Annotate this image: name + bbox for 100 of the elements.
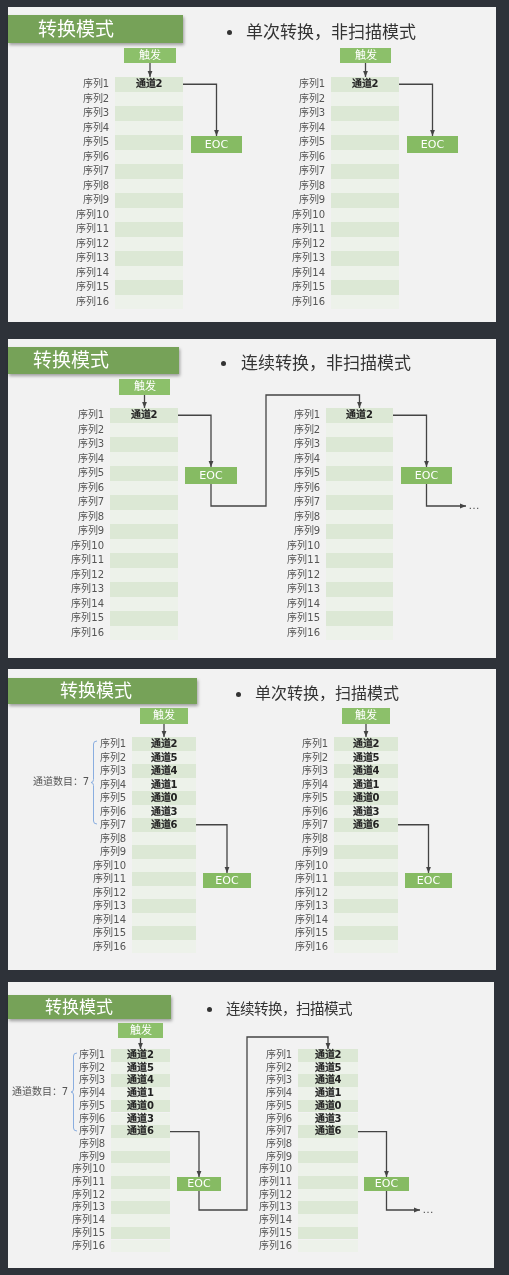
sequence-label: 序列9 xyxy=(293,524,320,538)
sequence-slot xyxy=(331,280,399,295)
sequence-label: 序列12 xyxy=(292,236,325,251)
ellipsis-text: … xyxy=(420,1203,436,1217)
sequence-slot xyxy=(115,106,183,121)
sequence-slot xyxy=(298,1176,358,1189)
sequence-slot: 通道6 xyxy=(334,818,398,832)
sequence-slot: 通道2 xyxy=(331,77,399,92)
sequence-label: 序列10 xyxy=(292,207,325,222)
eoc-box: EOC xyxy=(401,467,452,484)
sequence-slot xyxy=(110,611,178,626)
subtitle: 连续转换，扫描模式 xyxy=(226,999,352,1019)
eoc-box: EOC xyxy=(203,873,251,888)
sequence-label: 序列11 xyxy=(76,222,109,236)
sequence-label: 序列13 xyxy=(72,1201,105,1214)
sequence-slot xyxy=(326,466,393,481)
sequence-label: 序列5 xyxy=(293,466,320,480)
sequence-label: 序列16 xyxy=(71,625,104,640)
sequence-label: 序列7 xyxy=(99,818,126,832)
sequence-label: 序列9 xyxy=(78,1150,105,1163)
connector-arrow xyxy=(195,824,230,874)
sequence-label: 序列4 xyxy=(78,1087,105,1100)
sequence-slot xyxy=(331,193,399,208)
sequence-label: 序列16 xyxy=(292,294,325,309)
sequence-label: 序列2 xyxy=(265,1061,292,1074)
connector-arrow xyxy=(161,723,167,738)
connector-arrow xyxy=(169,1130,202,1178)
sequence-label: 序列14 xyxy=(72,1214,105,1227)
eoc-box: EOC xyxy=(364,1177,409,1191)
slide-panel xyxy=(8,669,496,970)
sequence-label: 序列7 xyxy=(77,495,104,509)
sequence-slot: 通道2 xyxy=(326,408,393,423)
sequence-label: 序列8 xyxy=(99,831,126,845)
sequence-slot xyxy=(111,1176,170,1189)
sequence-label: 序列2 xyxy=(77,422,104,437)
sequence-label: 序列16 xyxy=(72,1239,105,1253)
connector-arrow xyxy=(397,824,431,874)
sequence-slot xyxy=(111,1201,170,1215)
sequence-label: 序列14 xyxy=(93,912,126,926)
sequence-label: 序列7 xyxy=(298,164,325,178)
sequence-label: 序列15 xyxy=(292,280,325,294)
sequence-slot xyxy=(298,1201,358,1215)
sequence-label: 序列2 xyxy=(293,422,320,437)
title-banner: 转换模式 xyxy=(8,347,179,374)
sequence-label: 序列7 xyxy=(82,164,109,178)
sequence-label: 序列7 xyxy=(293,495,320,509)
sequence-label: 序列15 xyxy=(93,926,126,940)
sequence-slot xyxy=(331,164,399,179)
sequence-label: 序列9 xyxy=(265,1150,292,1163)
sequence-label: 序列10 xyxy=(93,858,126,872)
slide-panel xyxy=(8,982,494,1268)
sequence-label: 序列4 xyxy=(99,777,126,791)
sequence-label: 序列12 xyxy=(71,567,104,582)
sequence-label: 序列12 xyxy=(76,236,109,251)
trigger-box: 触发 xyxy=(342,708,390,724)
sequence-label: 序列15 xyxy=(72,1226,105,1240)
sequence-label: 序列5 xyxy=(77,466,104,480)
sequence-slot: 通道0 xyxy=(132,791,196,805)
sequence-slot xyxy=(132,872,196,886)
sequence-slot xyxy=(326,553,393,568)
connector-arrow xyxy=(147,62,153,78)
sequence-slot: 通道2 xyxy=(110,408,178,423)
sequence-label: 序列3 xyxy=(265,1074,292,1087)
sequence-label: 序列13 xyxy=(259,1201,292,1214)
sequence-label: 序列6 xyxy=(301,804,328,818)
sequence-slot xyxy=(111,1239,170,1253)
sequence-label: 序列16 xyxy=(295,939,328,953)
connector-arrow xyxy=(425,483,467,509)
sequence-slot xyxy=(326,495,393,510)
sequence-label: 序列13 xyxy=(287,582,320,596)
sequence-label: 序列6 xyxy=(78,1112,105,1125)
sequence-label: 序列1 xyxy=(265,1049,292,1062)
connector-arrow xyxy=(182,83,219,137)
sequence-slot xyxy=(111,1214,170,1227)
sequence-label: 序列11 xyxy=(292,222,325,236)
connector-arrow xyxy=(142,394,147,409)
sequence-slot: 通道4 xyxy=(111,1074,170,1088)
channel-count-label: 通道数目：7 xyxy=(11,1085,68,1099)
sequence-slot xyxy=(326,437,393,452)
eoc-box: EOC xyxy=(185,467,237,484)
sequence-slot: 通道6 xyxy=(132,818,196,832)
sequence-slot: 通道4 xyxy=(298,1074,358,1088)
connector-arrow xyxy=(398,83,435,137)
sequence-label: 序列2 xyxy=(78,1061,105,1074)
sequence-slot xyxy=(331,106,399,121)
sequence-label: 序列4 xyxy=(301,777,328,791)
sequence-label: 序列4 xyxy=(293,451,320,466)
eoc-box: EOC xyxy=(177,1177,221,1191)
sequence-label: 序列9 xyxy=(298,193,325,207)
sequence-label: 序列11 xyxy=(71,553,104,567)
sequence-label: 序列1 xyxy=(293,408,320,422)
sequence-label: 序列4 xyxy=(77,451,104,466)
sequence-slot xyxy=(110,495,178,510)
sequence-label: 序列8 xyxy=(265,1137,292,1151)
sequence-label: 序列14 xyxy=(295,912,328,926)
sequence-slot xyxy=(110,437,178,452)
sequence-label: 序列7 xyxy=(78,1125,105,1138)
sequence-slot xyxy=(334,845,398,859)
sequence-label: 序列4 xyxy=(82,120,109,135)
sequence-label: 序列10 xyxy=(76,207,109,222)
